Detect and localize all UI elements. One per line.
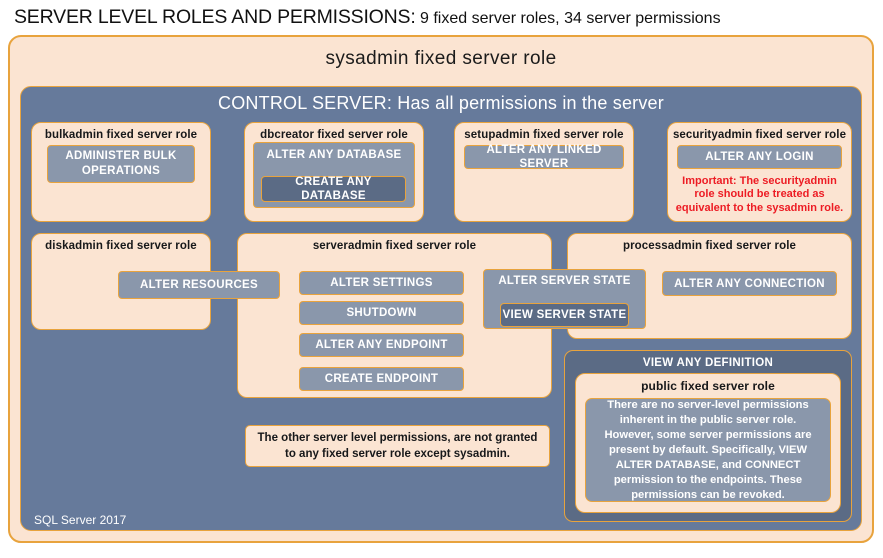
role-title-serveradmin: serveradmin fixed server role bbox=[312, 240, 477, 252]
role-title-dbcreator: dbcreator fixed server role bbox=[260, 129, 408, 141]
permission-alter-any-database-label: ALTER ANY DATABASE bbox=[266, 149, 402, 161]
permission-alter-server-state-label: ALTER SERVER STATE bbox=[498, 275, 631, 287]
role-card-securityadmin: securityadmin fixed server role bbox=[667, 122, 852, 222]
page-title-sub: 9 fixed server roles, 34 server permissi… bbox=[420, 10, 721, 27]
page-title: SERVER LEVEL ROLES AND PERMISSIONS: 9 fi… bbox=[14, 6, 874, 32]
permission-shutdown[interactable]: SHUTDOWN bbox=[299, 301, 464, 325]
role-title-bulkadmin: bulkadmin fixed server role bbox=[44, 129, 198, 141]
permission-alter-any-linked-server[interactable]: ALTER ANY LINKED SERVER bbox=[464, 144, 624, 170]
sysadmin-role-label: sysadmin fixed server role bbox=[325, 48, 557, 69]
role-title-setupadmin: setupadmin fixed server role bbox=[464, 129, 624, 141]
permission-create-any-database[interactable]: CREATE ANY DATABASE bbox=[261, 176, 406, 202]
permission-administer-bulk-operations[interactable]: ADMINISTER BULK OPERATIONS bbox=[47, 145, 195, 183]
page-title-main: SERVER LEVEL ROLES AND PERMISSIONS: bbox=[14, 6, 416, 28]
other-permissions-note: The other server level permissions, are … bbox=[245, 425, 550, 467]
role-card-setupadmin: setupadmin fixed server role bbox=[454, 122, 634, 222]
public-role-description-note: There are no server-level permissions in… bbox=[585, 398, 831, 502]
permission-view-server-state[interactable]: VIEW SERVER STATE bbox=[500, 303, 629, 327]
permission-view-any-definition-label: VIEW ANY DEFINITION bbox=[642, 357, 774, 369]
securityadmin-warning-note: Important: The securityadmin role should… bbox=[675, 174, 844, 214]
permission-create-endpoint[interactable]: CREATE ENDPOINT bbox=[299, 367, 464, 391]
role-title-diskadmin: diskadmin fixed server role bbox=[45, 240, 197, 252]
footer-version-label: SQL Server 2017 bbox=[34, 513, 127, 527]
permission-alter-resources[interactable]: ALTER RESOURCES bbox=[118, 271, 280, 299]
control-server-label: CONTROL SERVER: Has all permissions in t… bbox=[218, 93, 664, 113]
permission-alter-any-connection[interactable]: ALTER ANY CONNECTION bbox=[662, 271, 837, 296]
permission-alter-any-endpoint[interactable]: ALTER ANY ENDPOINT bbox=[299, 333, 464, 357]
role-title-processadmin: processadmin fixed server role bbox=[622, 240, 797, 252]
permission-alter-settings[interactable]: ALTER SETTINGS bbox=[299, 271, 464, 295]
role-title-securityadmin: securityadmin fixed server role bbox=[672, 129, 847, 141]
permission-alter-any-login[interactable]: ALTER ANY LOGIN bbox=[677, 145, 842, 169]
role-title-public: public fixed server role bbox=[641, 379, 775, 393]
